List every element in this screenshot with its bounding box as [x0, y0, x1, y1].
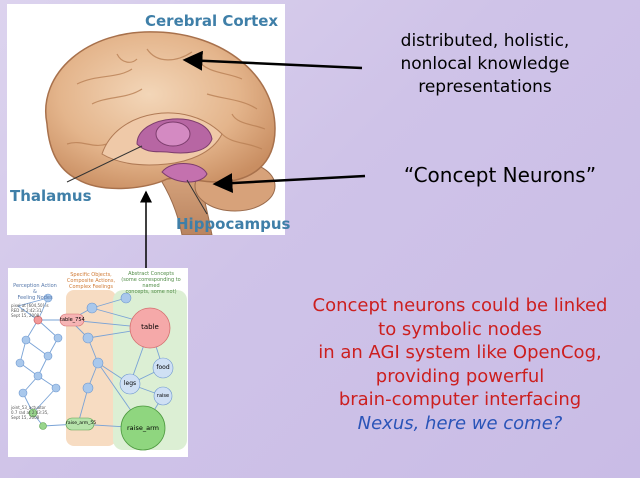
hippocampus-label: Hippocampus [176, 215, 291, 233]
brain-illustration: Cerebral Cortex Thalamus Hippocampus [7, 4, 290, 235]
food-label: food [156, 364, 170, 371]
joint-note: joint_53_actuator 0.7 rad at 2:43:35, Se… [11, 405, 49, 420]
distributed-representations-text: distributed, holistic, nonlocal knowledg… [400, 31, 570, 97]
raise-arm-55-node [65, 417, 95, 431]
food-node [152, 357, 174, 379]
concept-neurons-arrow [212, 173, 366, 194]
thalamus-pointer [66, 145, 143, 183]
body-line-3: in an AGI system like OpenCog, [318, 342, 602, 364]
table-label: table [141, 323, 159, 331]
joint-actuator-node-2 [39, 422, 47, 430]
thalamus-label: Thalamus [10, 187, 92, 205]
raise-node [153, 386, 173, 406]
network-small-nodes [15, 292, 132, 398]
table-754-node [59, 313, 85, 327]
raise-arm-label: raise_arm [127, 424, 159, 432]
abstract-concepts-header: Abstract Concepts (some corresponding to… [121, 271, 181, 295]
body-line-5: brain-computer interfacing [338, 389, 582, 411]
cerebral-cortex-label: Cerebral Cortex [145, 12, 279, 30]
raise-label: raise [156, 393, 170, 399]
cerebral-hemisphere [45, 31, 276, 190]
concept-neurons-paragraph: Concept neurons could be linked to symbo… [280, 294, 640, 436]
raise-arm-node [120, 405, 166, 451]
cortex-arrow [182, 50, 363, 71]
pixel-red-node [33, 315, 43, 325]
hippocampus-pointer [186, 179, 208, 215]
pixel-note: pixel at [604,50] is RED at 2:42:31, Sep… [11, 303, 49, 318]
legs-node [119, 373, 141, 395]
concept-network-diagram: Perception Action & Feeling Nodes Specif… [8, 268, 188, 457]
thalamus-core [155, 121, 191, 147]
hippocampus-structure [161, 163, 208, 183]
nexus-line: Nexus, here we come? [357, 412, 563, 434]
legs-label: legs [123, 380, 137, 387]
raise-arm-55-label: raise_arm_55 [66, 421, 97, 426]
body-line-1: Concept neurons could be linked [312, 295, 608, 316]
table-754-label: table_754 [60, 317, 85, 323]
body-line-2: to symbolic nodes [378, 318, 542, 340]
network-drawing [15, 290, 187, 451]
body-line-4: providing powerful [375, 365, 545, 387]
perception-header: Perception Action & Feeling Nodes [13, 283, 57, 301]
joint-actuator-node [28, 408, 38, 418]
specific-objects-header: Specific Objects, Composite Actions, Com… [66, 272, 116, 290]
concept-neurons-text: “Concept Neurons” [403, 163, 597, 187]
table-node [129, 307, 171, 349]
